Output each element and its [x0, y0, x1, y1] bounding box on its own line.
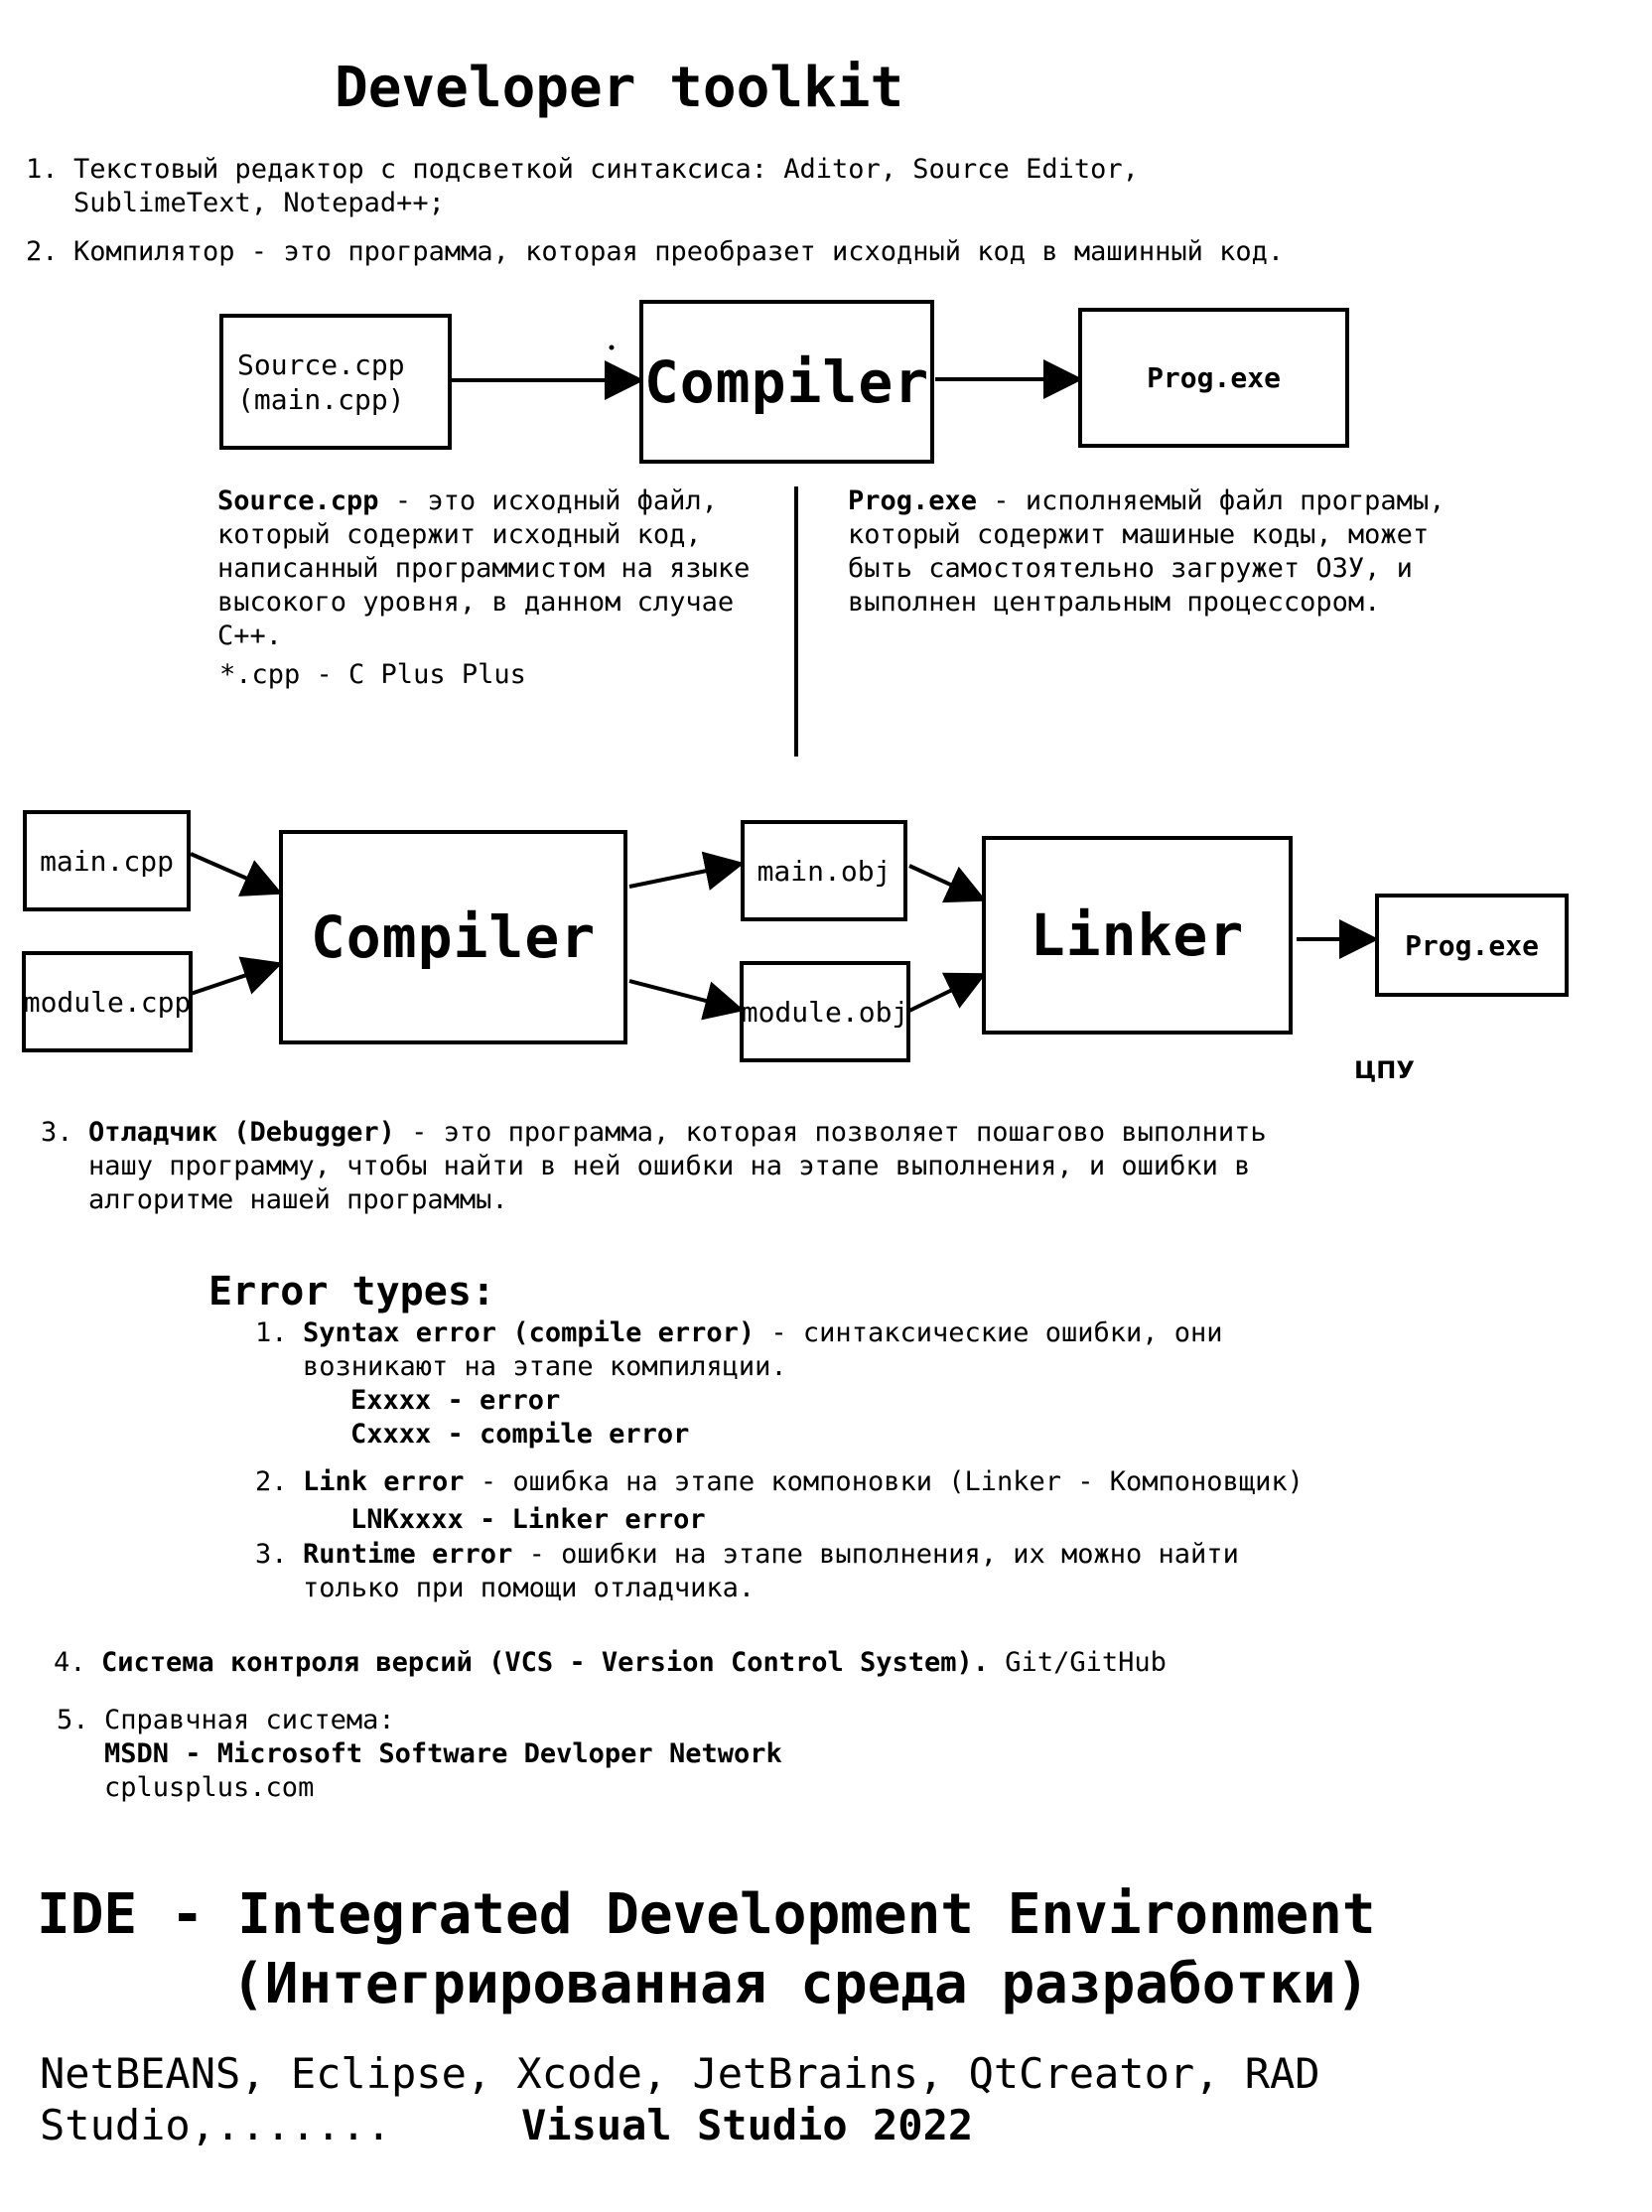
source-description-line-3: написанный программистом на языке — [217, 553, 751, 584]
error-1-line-1: Syntax error (compile error) - синтаксич… — [303, 1316, 1223, 1350]
compiler-box-2: Compiler — [279, 830, 627, 1044]
item-1-number: 1. — [26, 154, 59, 185]
error-code-lnkxxxx: LNKxxxx - Linker error — [350, 1504, 706, 1535]
arrow-module-cpp-to-compiler — [190, 956, 283, 996]
ide-list-line-2: Studio,....... — [40, 2101, 392, 2149]
ide-list-line-1: NetBEANS, Eclipse, Xcode, JetBrains, QtC… — [40, 2049, 1320, 2098]
error-2-number: 2. — [255, 1466, 288, 1497]
main-obj-box: main.obj — [741, 820, 907, 921]
item-3-number: 3. — [41, 1117, 73, 1148]
prog-term: Prog.exe — [848, 485, 978, 516]
prog-exe-box: Prog.exe — [1078, 308, 1349, 448]
prog-term-definition: - исполняемый файл програмы, — [977, 485, 1446, 516]
source-description-line-4: высокого уровня, в данном случае — [217, 587, 735, 618]
prog-exe-box-2: Prog.exe — [1375, 894, 1569, 997]
vcs-term: Система контроля версий (VCS - Version C… — [101, 1647, 990, 1678]
arrow-compiler-to-main-obj — [628, 851, 745, 891]
error-3-line-2: только при помощи отладчика. — [303, 1573, 756, 1603]
syntax-error-term: Syntax error (compile error) — [303, 1317, 756, 1348]
cpp-extension-note: *.cpp - C Plus Plus — [219, 659, 526, 690]
prog-description-line-1: Prog.exe - исполняемый файл програмы, — [848, 484, 1445, 518]
ide-heading: IDE - Integrated Development Environment — [37, 1882, 1376, 1947]
item-3-line-1: Отладчик (Debugger) - это программа, кот… — [88, 1116, 1267, 1150]
debugger-term: Отладчик (Debugger) — [88, 1117, 395, 1148]
compiler-box: Compiler — [639, 300, 934, 464]
source-description-line-5: С++. — [217, 621, 283, 651]
prog-description-line-3: быть самостоятельно загружет ОЗУ, и — [848, 553, 1413, 584]
source-description-line-1: Source.cpp - это исходный файл, — [217, 484, 718, 518]
linker-box: Linker — [982, 836, 1293, 1035]
arrow-module-obj-to-linker — [908, 972, 987, 1013]
cpu-label: ЦПУ — [1354, 1056, 1415, 1084]
stray-dot — [609, 345, 615, 350]
source-description-line-2: который содержит исходный код, — [217, 519, 702, 550]
runtime-error-definition: - ошибки на этапе выполнения, их можно н… — [512, 1539, 1239, 1570]
arrow-compiler-to-module-obj — [628, 979, 745, 1021]
link-error-term: Link error — [303, 1466, 465, 1497]
error-code-exxxx: Exxxx - error — [350, 1385, 561, 1416]
item-2-line-1: Компилятор - это программа, которая прео… — [73, 236, 1285, 267]
source-term: Source.cpp — [217, 485, 379, 516]
syntax-error-definition: - синтаксические ошибки, они — [755, 1317, 1223, 1348]
ide-translation: (Интегрированная среда разработки) — [231, 1952, 1370, 2016]
runtime-error-term: Runtime error — [303, 1539, 513, 1570]
item-4-number: 4. — [54, 1647, 86, 1678]
error-3-number: 3. — [255, 1539, 288, 1570]
item-3-line-2: нашу программу, чтобы найти в ней ошибки… — [88, 1151, 1251, 1181]
arrow-main-obj-to-linker — [908, 864, 987, 903]
prog-description-line-2: который содержит машиные коды, может — [848, 519, 1430, 550]
item-3-line-3: алгоритме нашей программы. — [88, 1184, 508, 1215]
item-5-number: 5. — [57, 1705, 89, 1735]
item-1-line-2: SublimeText, Notepad++; — [73, 188, 445, 218]
error-types-heading: Error types: — [208, 1269, 495, 1314]
source-file-box: Source.cpp (main.cpp) — [219, 314, 452, 450]
main-cpp-box: main.cpp — [23, 810, 191, 911]
visual-studio-highlight: Visual Studio 2022 — [521, 2101, 974, 2149]
cplusplus-line: cplusplus.com — [104, 1772, 315, 1803]
debugger-definition: - это программа, которая позволяет пошаг… — [394, 1117, 1267, 1148]
module-cpp-box: module.cpp — [22, 951, 193, 1052]
error-2-line-1: Link error - ошибка на этапе компоновки … — [303, 1465, 1304, 1499]
error-3-line-1: Runtime error - ошибки на этапе выполнен… — [303, 1538, 1239, 1572]
msdn-line: MSDN - Microsoft Software Devloper Netwo… — [104, 1738, 782, 1769]
arrow-main-cpp-to-compiler — [190, 852, 283, 897]
error-1-line-2: возникают на этапе компиляции. — [303, 1351, 787, 1382]
item-1-line-1: Текстовый редактор с подсветкой синтакси… — [73, 154, 1139, 185]
module-obj-box: module.obj — [740, 961, 910, 1062]
item-2-number: 2. — [26, 236, 59, 267]
link-error-definition: - ошибка на этапе компоновки (Linker - К… — [464, 1466, 1304, 1497]
item-5-line-1: Справчная система: — [104, 1705, 395, 1735]
page-title: Developer toolkit — [335, 56, 904, 120]
error-1-number: 1. — [255, 1317, 288, 1348]
source-term-definition: - это исходный файл, — [378, 485, 718, 516]
error-code-cxxxx: Cxxxx - compile error — [350, 1419, 690, 1450]
item-4-line: Система контроля версий (VCS - Version C… — [101, 1646, 1167, 1680]
vcs-examples: Git/GitHub — [989, 1647, 1167, 1678]
prog-description-line-4: выполнен центральным процессором. — [848, 587, 1381, 618]
